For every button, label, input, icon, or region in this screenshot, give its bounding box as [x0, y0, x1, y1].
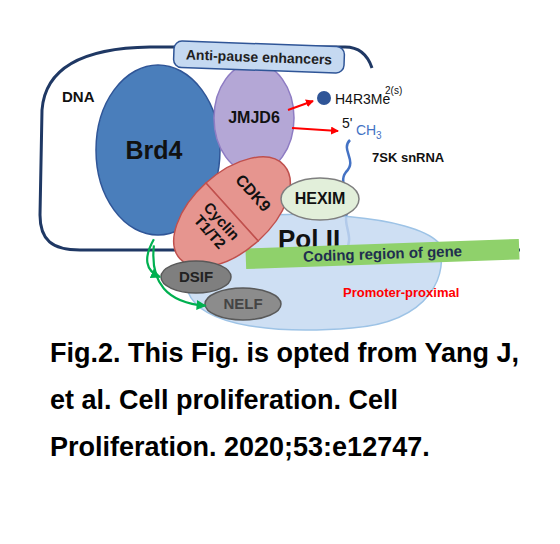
- node-text: NELF: [223, 296, 262, 312]
- node-text: JMJD6: [228, 110, 280, 127]
- node-shape: [161, 261, 231, 293]
- subscript: 3: [376, 130, 382, 141]
- red-arrow: [292, 128, 338, 131]
- node-shape: [214, 63, 294, 173]
- mark-label: H4R3Me: [335, 91, 390, 107]
- node-shape: [205, 288, 281, 320]
- node-shape: [245, 239, 519, 269]
- factor-ellipse: NELF: [204, 287, 282, 321]
- superscript: 2(s): [385, 85, 402, 96]
- methyl-label: CH: [356, 122, 376, 138]
- factor-ellipse: DSIF: [160, 260, 232, 294]
- dna-label: DNA: [62, 88, 95, 105]
- protein-ellipse: HEXIM: [280, 177, 360, 221]
- region-label: Promoter-proximal: [343, 285, 459, 300]
- node-text: HEXIM: [295, 191, 346, 208]
- figure-caption: Fig.2. This Fig. is opted from Yang J, e…: [50, 330, 545, 471]
- node-text: DSIF: [179, 269, 213, 285]
- node-text: Brd4: [126, 137, 183, 163]
- node-shape: [281, 178, 359, 220]
- enhancer-box: Anti-pause enhancers: [173, 40, 346, 74]
- node-shape: [173, 41, 344, 73]
- methyl-mark: [317, 91, 331, 105]
- rna-label: 7SK snRNA: [372, 150, 444, 165]
- end-label: 5': [342, 115, 352, 131]
